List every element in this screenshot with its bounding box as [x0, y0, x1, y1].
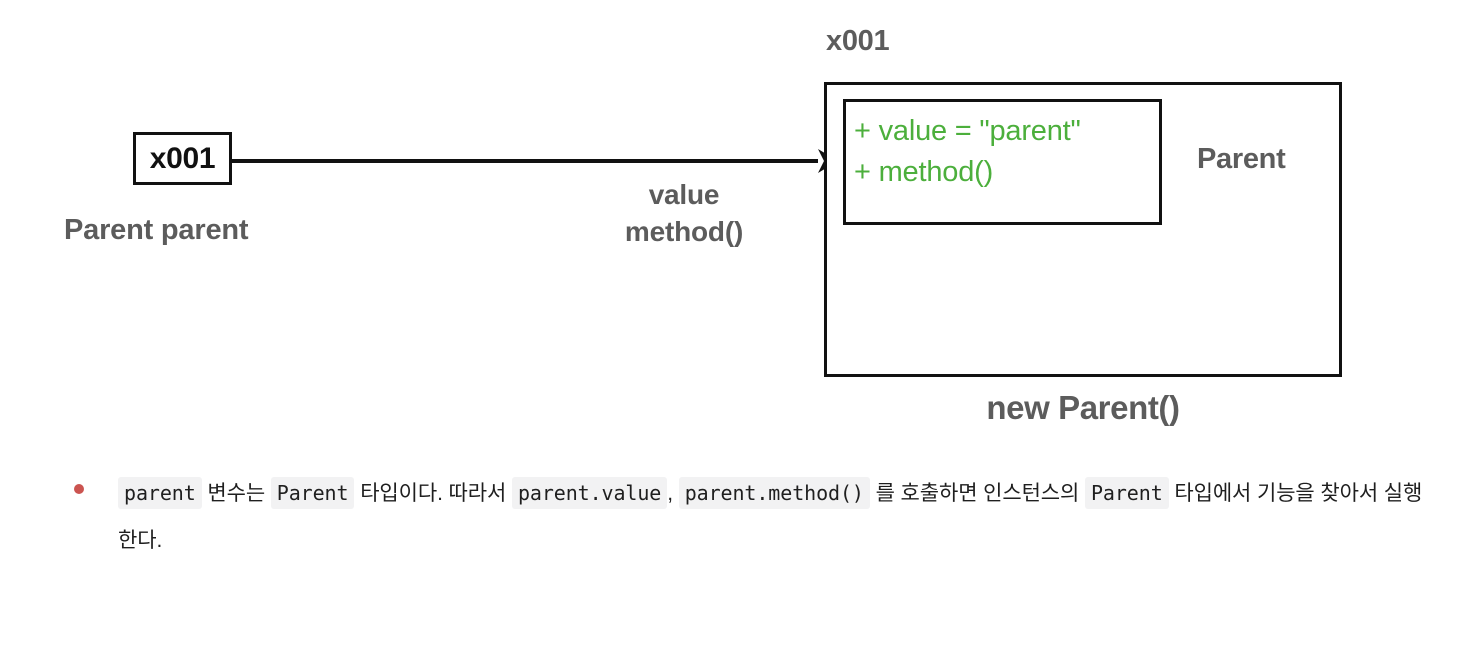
text-segment: , — [667, 482, 679, 505]
variable-declaration-caption: Parent parent — [64, 214, 249, 246]
bullet-marker — [40, 470, 118, 494]
reference-address-label: x001 — [149, 141, 216, 175]
arrow-member-labels: value method() — [534, 176, 834, 250]
text-segment: 변수는 — [201, 482, 271, 505]
instance-address-tag: x001 — [826, 25, 890, 57]
member-method: + method() — [854, 156, 994, 189]
instantiation-caption: new Parent() — [986, 389, 1180, 426]
arrow-label-value: value — [648, 179, 720, 210]
instance-box: + value = "parent" + method() Parent — [824, 82, 1342, 377]
member-field-value: + value = "parent" — [854, 115, 1081, 147]
arrow-label-method: method() — [624, 216, 744, 248]
inline-code: parent.value — [511, 477, 668, 509]
list-item: parent 변수는 Parent 타입이다. 따라서 parent.value… — [40, 470, 1430, 565]
explanation-text: parent 변수는 Parent 타입이다. 따라서 parent.value… — [118, 470, 1430, 565]
variable-reference-box: x001 — [133, 132, 232, 185]
parent-member-box: + value = "parent" + method() — [843, 99, 1162, 225]
text-segment: 타입이다. 따라서 — [354, 482, 512, 505]
instance-class-name: Parent — [1197, 143, 1286, 175]
inline-code: Parent — [1084, 477, 1169, 509]
inline-code: parent — [118, 477, 202, 509]
inline-code: Parent — [270, 477, 355, 509]
explanation-list: parent 변수는 Parent 타입이다. 따라서 parent.value… — [40, 470, 1430, 565]
text-segment: 를 호출하면 인스턴스의 — [869, 482, 1085, 505]
text-segment: 타입에서 기능을 찾아서 실행한다. — [118, 482, 1423, 553]
inline-code: parent.method() — [678, 477, 870, 509]
bullet-dot-icon — [74, 484, 84, 494]
